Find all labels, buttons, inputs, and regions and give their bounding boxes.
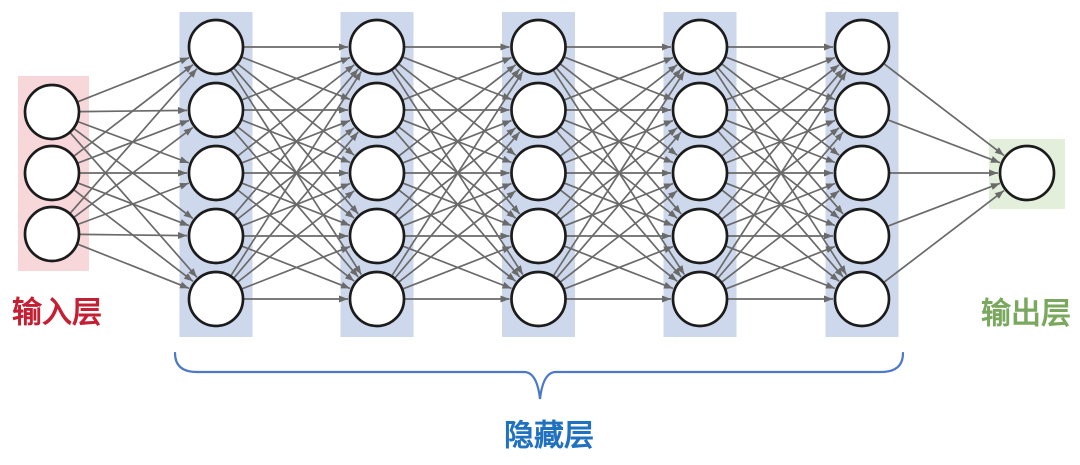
connection-arrow — [721, 64, 840, 157]
hidden-layer-1-node — [187, 270, 245, 328]
connection-arrow — [230, 70, 363, 276]
connection-arrow — [560, 64, 678, 157]
hidden-layer-3-node — [510, 144, 567, 202]
input-layer-node — [23, 83, 81, 141]
connection-arrows — [69, 43, 1005, 303]
connection-arrow — [564, 56, 674, 101]
connection-arrow — [73, 63, 194, 157]
hidden-layer-2-node — [348, 270, 406, 328]
hidden-layers-brace — [173, 351, 905, 400]
connection-arrow — [237, 64, 355, 157]
connection-arrow — [717, 68, 844, 216]
hidden-layer-1-node — [187, 207, 245, 265]
connection-arrow — [77, 56, 190, 103]
output-layer-node — [998, 144, 1056, 202]
connection-arrow — [721, 190, 840, 283]
connection-arrow — [725, 245, 836, 290]
hidden-layer-1-node — [187, 144, 245, 202]
connection-arrow — [237, 190, 355, 283]
hidden-layer-5-node — [833, 207, 891, 265]
hidden-layer-4-node — [671, 270, 729, 328]
connection-arrow — [887, 182, 1001, 227]
hidden-layer-5-node — [833, 81, 891, 139]
hidden-layer-4-node — [671, 144, 729, 202]
connection-arrow — [883, 63, 1005, 157]
connection-arrow — [725, 56, 836, 101]
hidden-layer-4-node — [671, 81, 729, 139]
hidden-layer-2-node — [348, 207, 406, 265]
connection-arrow — [402, 56, 512, 101]
input-layer-node — [23, 205, 81, 263]
hidden-layer-2-node — [348, 81, 406, 139]
connection-arrow — [398, 190, 517, 283]
connection-arrow — [398, 64, 517, 157]
connection-arrow — [564, 245, 674, 290]
hidden-layer-2-node — [348, 144, 406, 202]
hidden-layer-5-node — [833, 18, 891, 76]
hidden-layer-label: 隐藏层 — [504, 420, 594, 453]
hidden-layer-3-node — [510, 18, 567, 76]
connection-arrow — [552, 70, 686, 276]
connection-arrow — [77, 243, 190, 290]
curly-brace — [173, 351, 905, 400]
connection-arrow — [556, 131, 682, 279]
connection-arrow — [883, 189, 1005, 283]
connection-arrow — [887, 119, 1001, 164]
hidden-layer-3-node — [510, 270, 567, 328]
connection-arrow — [241, 56, 351, 101]
hidden-layer-4-node — [671, 207, 729, 265]
connection-arrow — [394, 68, 521, 216]
connection-arrow — [717, 131, 844, 279]
connection-arrow — [73, 126, 194, 218]
connection-arrow — [233, 68, 359, 216]
hidden-layer-5-node — [833, 144, 891, 202]
hidden-layer-3-node — [510, 81, 567, 139]
output-layer-label: 输出层 — [981, 298, 1071, 331]
hidden-layer-3-node — [510, 207, 567, 265]
hidden-layer-4-node — [671, 18, 729, 76]
connection-arrow — [394, 131, 521, 279]
connection-arrow — [402, 245, 512, 290]
hidden-layer-1-node — [187, 81, 245, 139]
connection-arrow — [391, 70, 524, 276]
hidden-layer-1-node — [187, 18, 245, 76]
connection-arrow — [556, 68, 682, 216]
connection-arrow — [77, 182, 190, 226]
input-layer-label: 输入层 — [12, 297, 102, 330]
connection-arrow — [69, 68, 198, 214]
neuron-nodes — [23, 18, 1056, 328]
connection-arrow — [233, 131, 359, 279]
connection-arrow — [560, 190, 678, 283]
connection-arrow — [79, 232, 188, 240]
hidden-layer-2-node — [348, 18, 406, 76]
hidden-layer-5-node — [833, 270, 891, 328]
input-layer-node — [23, 144, 81, 202]
connection-arrow — [714, 70, 848, 276]
connection-arrow — [241, 245, 351, 290]
